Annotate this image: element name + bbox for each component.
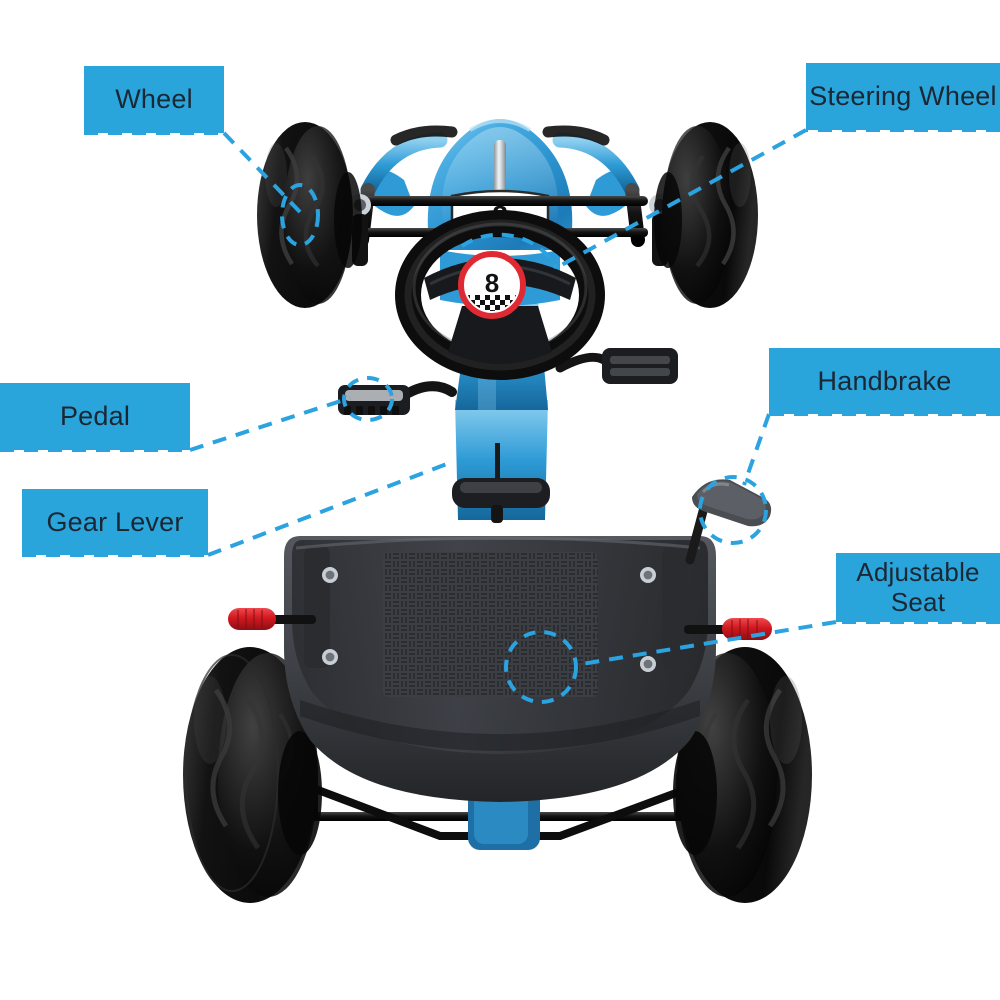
handbrake-marker (698, 475, 768, 545)
pedal-marker (342, 376, 394, 422)
steering-wheel-marker (460, 232, 558, 269)
handbrake-lever (685, 479, 772, 565)
pedal (338, 381, 457, 415)
callout-pedal[interactable]: Pedal (0, 383, 190, 450)
steering-wheel: 8 (395, 210, 605, 380)
callout-steering-wheel-label: Steering Wheel (809, 81, 997, 112)
right-foot-pad (555, 348, 678, 384)
wheel-marker (280, 183, 320, 247)
callout-handbrake-label: Handbrake (817, 365, 952, 396)
adjustable-seat (284, 536, 716, 802)
rear-wheel-right (673, 647, 812, 903)
callout-wheel[interactable]: Wheel (84, 66, 224, 133)
callout-steering-wheel[interactable]: Steering Wheel (806, 63, 1000, 130)
seat-marker (504, 630, 578, 704)
seat-adjust-lever-left (228, 608, 316, 630)
leader-gear-lever (22, 460, 453, 557)
leader-steering-wheel (555, 128, 1000, 270)
front-wheel-left (257, 122, 362, 308)
leader-pedal (0, 396, 351, 452)
leader-wheel (84, 131, 302, 214)
callout-gear-lever[interactable]: Gear Lever (22, 489, 208, 555)
callout-handbrake[interactable]: Handbrake (769, 348, 1000, 414)
callout-adjustable-seat[interactable]: Adjustable Seat (836, 553, 1000, 622)
callout-pedal-label: Pedal (59, 401, 131, 432)
leader-handbrake (742, 412, 1000, 486)
callout-wheel-label: Wheel (115, 84, 193, 115)
callout-gear-lever-label: Gear Lever (46, 506, 184, 537)
rear-wheel-left (183, 647, 322, 903)
leader-adjustable-seat (575, 620, 1000, 667)
steering-hub-number: 8 (485, 268, 499, 298)
front-frame-tubes (349, 125, 671, 266)
callout-adjustable-seat-label: Adjustable Seat (856, 557, 980, 617)
gear-lever (452, 443, 550, 523)
